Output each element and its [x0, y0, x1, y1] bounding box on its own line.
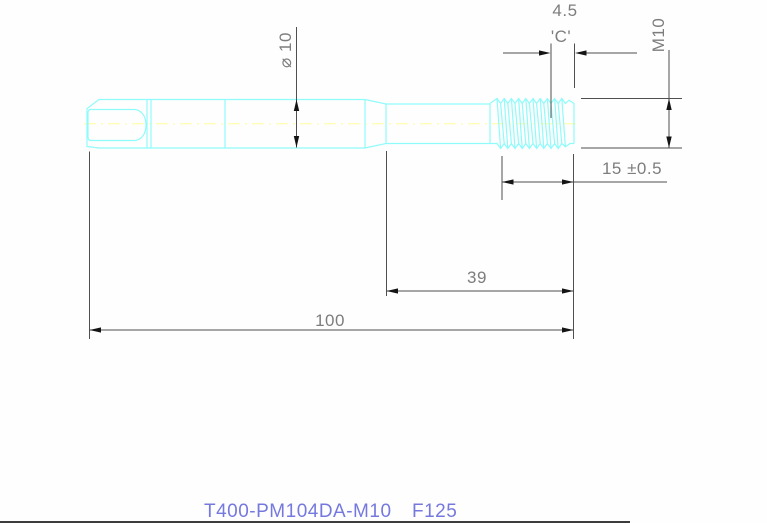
bottom-frame-line	[0, 521, 630, 523]
dimension-chamfer-name-label: 'C'	[550, 27, 572, 46]
dimension-arrows	[89, 50, 672, 333]
tap-thread	[489, 97, 575, 150]
footer-code: F125	[412, 501, 458, 522]
dimension-shank-diameter-label: ⌀ 10	[276, 32, 295, 68]
tap-neck	[364, 98, 490, 149]
tap-square-drive	[86, 98, 152, 149]
dimension-thread-spec-label: M10	[649, 17, 668, 53]
dimension-lines	[89, 27, 682, 339]
dimension-threaded-section-label: 39	[467, 268, 487, 287]
dimension-overall-length-label: 100	[315, 311, 345, 330]
dimension-chamfer-length-label: 4.5	[552, 1, 578, 20]
footer-part-number: T400-PM104DA-M10	[204, 501, 392, 522]
dimension-thread-length-label: 15 ±0.5	[601, 159, 663, 178]
tap-shank	[151, 98, 366, 149]
